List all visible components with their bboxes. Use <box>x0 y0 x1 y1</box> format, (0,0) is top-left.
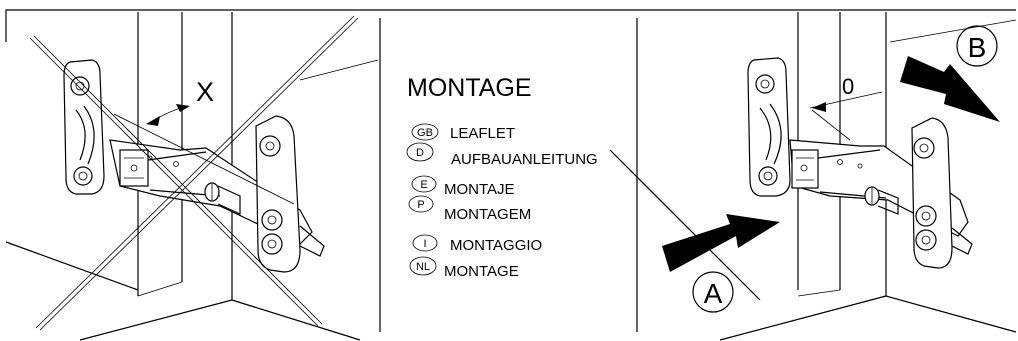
lang-label-d: AUFBAUANLEITUNG <box>451 151 598 168</box>
gap-label-zero: 0 <box>842 74 854 99</box>
left-panel-incorrect: X <box>5 12 379 341</box>
arrow-a-label: A <box>704 278 723 309</box>
lang-label-i: MONTAGGIO <box>450 237 542 254</box>
lang-badge-i: I <box>423 238 426 250</box>
frame-lines <box>5 9 1016 332</box>
right-panel-correct: 0 A B <box>662 12 1017 341</box>
arrow-b-label: B <box>968 32 987 63</box>
lang-label-e: MONTAJE <box>444 181 515 198</box>
lang-badge-d: D <box>416 147 424 159</box>
lang-badge-nl: NL <box>416 261 430 273</box>
lang-label-nl: MONTAGE <box>444 263 519 280</box>
lang-badge-e: E <box>420 179 427 191</box>
lang-badge-p: P <box>417 199 424 211</box>
page-title: MONTAGE <box>407 74 532 102</box>
angle-label-x: X <box>196 77 214 107</box>
middle-panel-text: MONTAGE GB LEAFLET D AUFBAUANLEITUNG E M… <box>406 74 761 301</box>
lang-label-gb: LEAFLET <box>450 125 515 142</box>
lang-label-p: MONTAGEM <box>444 206 531 223</box>
lang-badge-gb: GB <box>417 127 433 139</box>
